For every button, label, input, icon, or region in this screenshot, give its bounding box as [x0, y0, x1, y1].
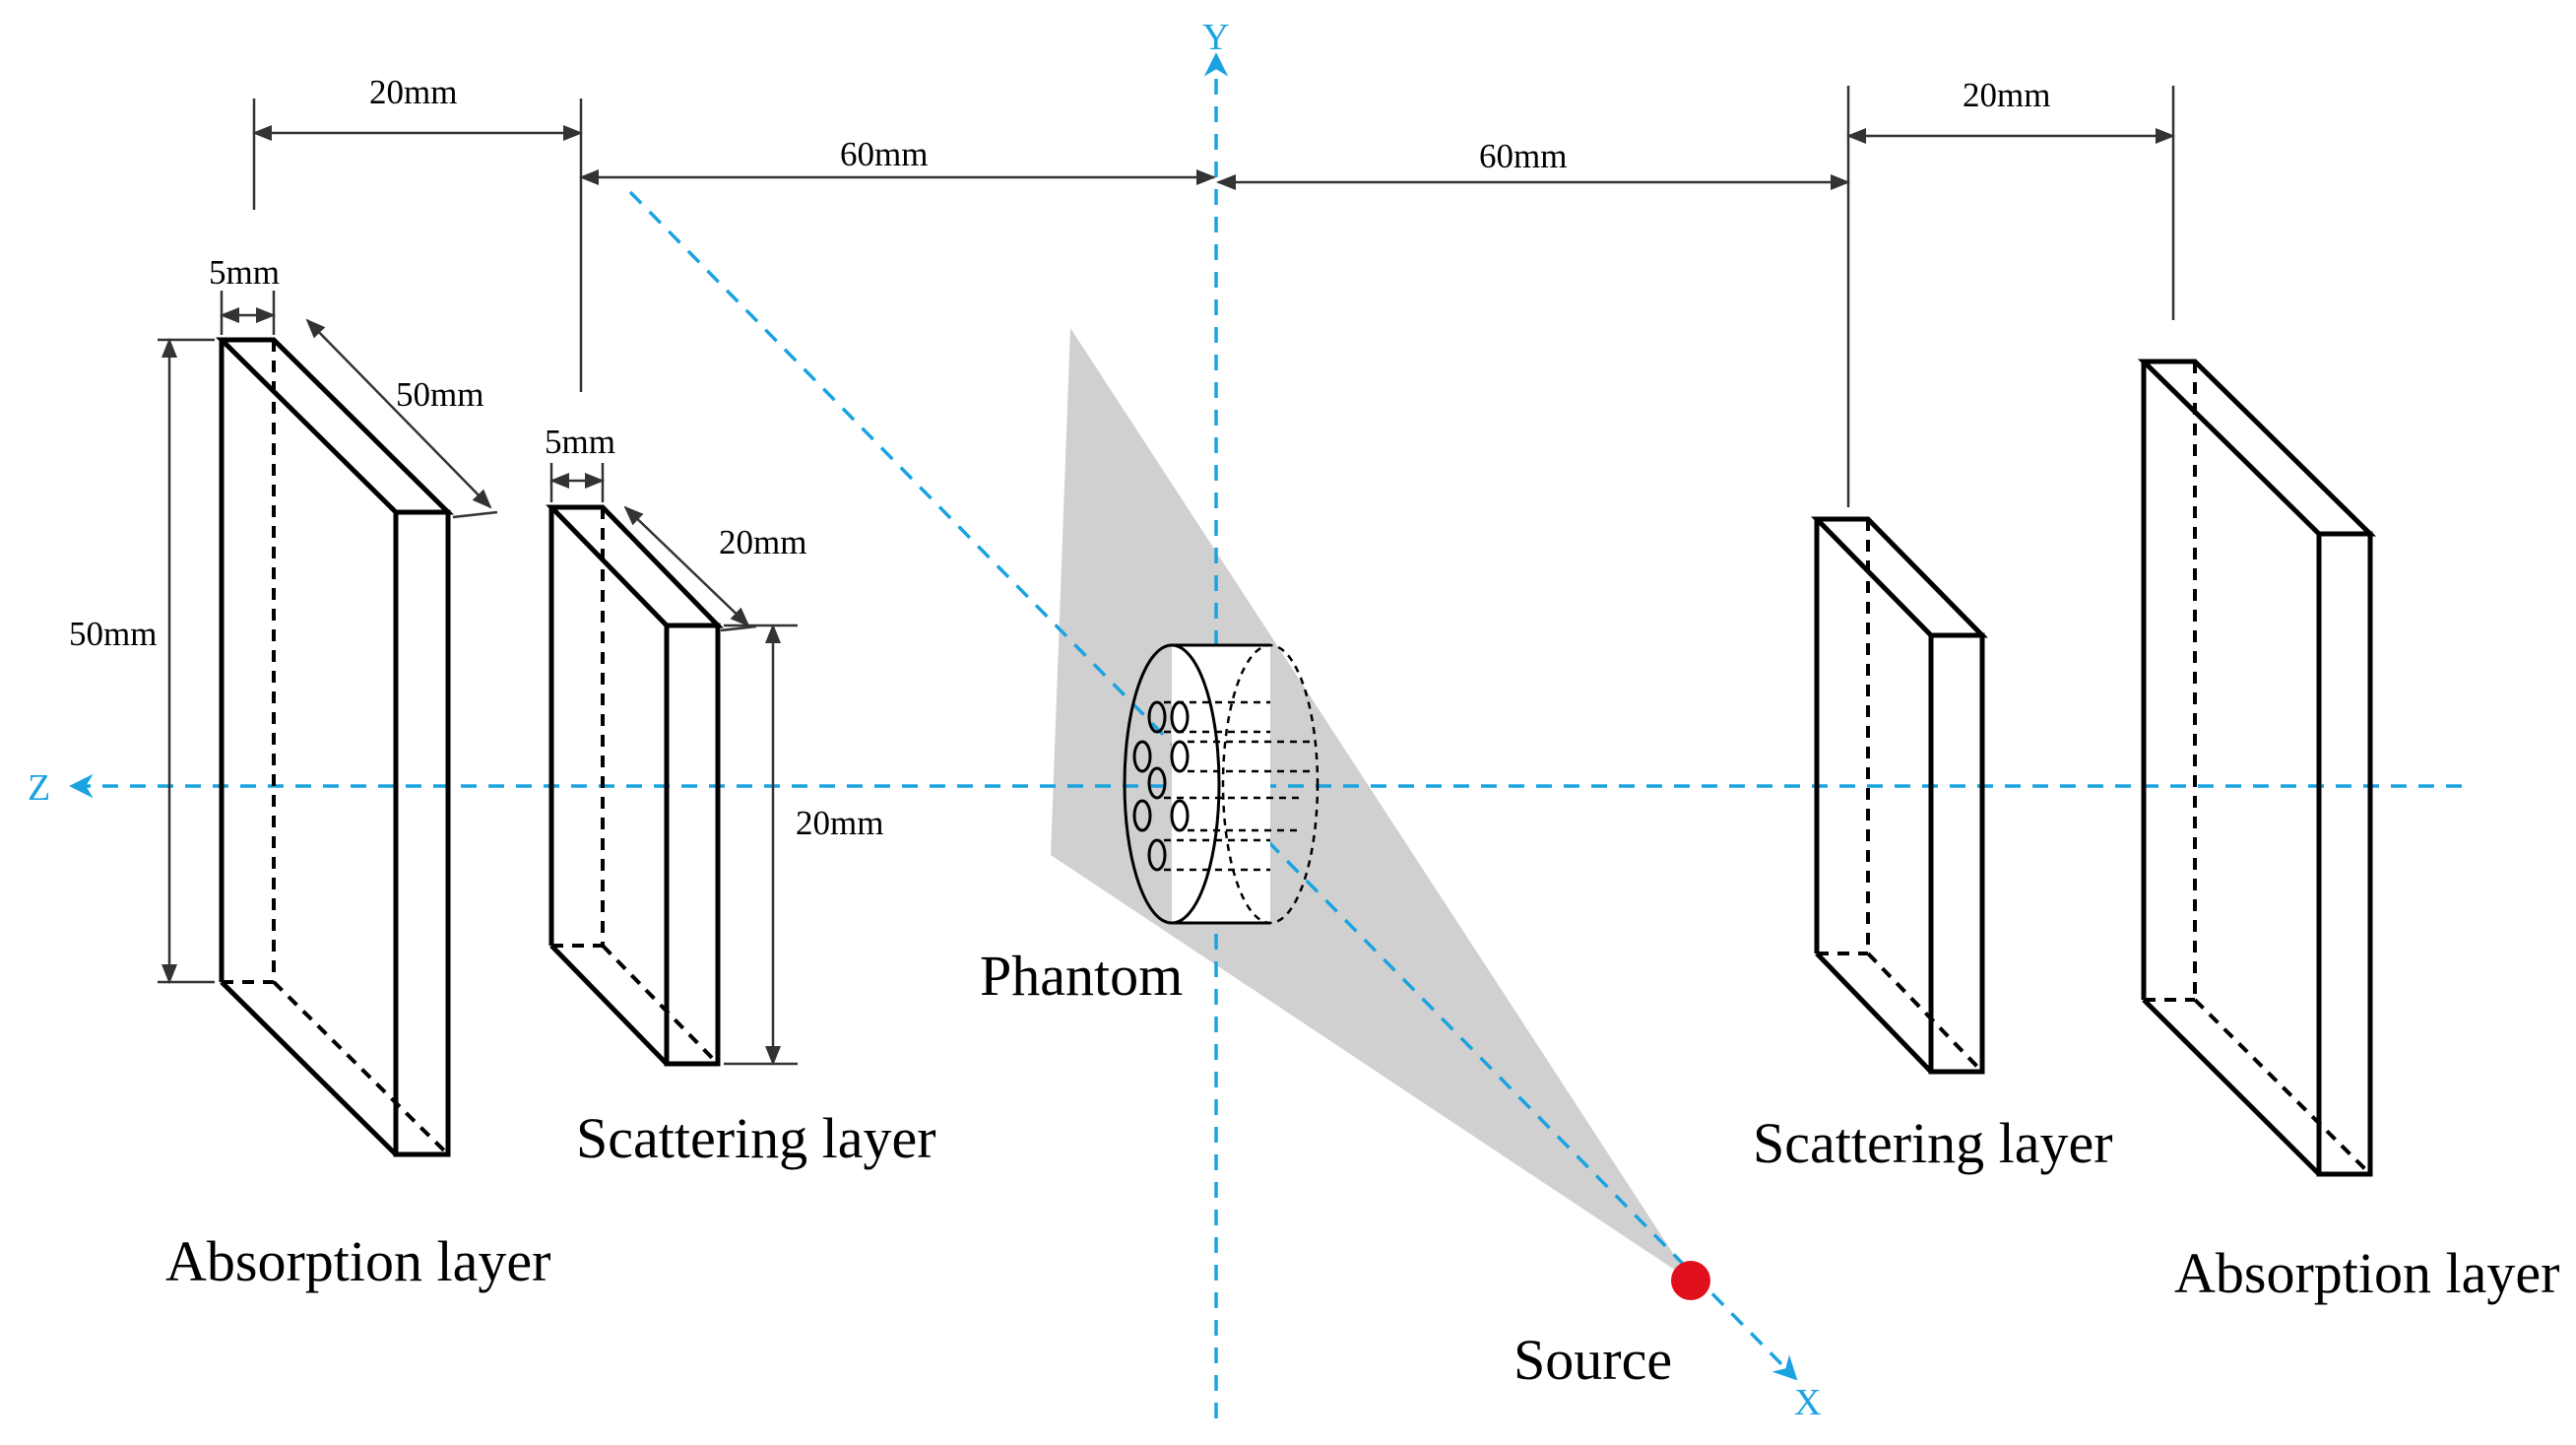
right-absorption-layer — [2137, 359, 2377, 1177]
scattering-thickness-label: 5mm — [545, 423, 615, 461]
absorption-height-label: 50mm — [69, 615, 157, 653]
z-axis-label: Z — [28, 767, 50, 809]
left-distance-label: 60mm — [840, 135, 928, 173]
left-spacing-label: 20mm — [369, 73, 457, 111]
right-scattering-label: Scattering layer — [1753, 1111, 2113, 1175]
source-point — [1671, 1261, 1710, 1300]
right-absorption-label: Absorption layer — [2174, 1241, 2559, 1305]
dimension-lines — [161, 125, 2175, 1066]
left-absorption-layer — [215, 337, 455, 1157]
absorption-thickness-label: 5mm — [209, 253, 280, 292]
phantom-label: Phantom — [980, 944, 1183, 1008]
right-spacing-label: 20mm — [1963, 76, 2050, 114]
right-scattering-layer — [1811, 516, 1988, 1075]
scattering-depth-label: 20mm — [719, 523, 806, 561]
source-label: Source — [1513, 1328, 1672, 1392]
right-distance-label: 60mm — [1479, 137, 1567, 175]
phantom-rods — [1132, 700, 1310, 872]
x-axis-label: X — [1794, 1382, 1821, 1423]
phantom-cylinder — [1123, 643, 1320, 925]
left-absorption-label: Absorption layer — [165, 1229, 550, 1293]
left-scattering-label: Scattering layer — [576, 1106, 936, 1170]
scattering-height-label: 20mm — [796, 804, 883, 842]
radiation-beam-cone — [1051, 328, 1691, 1281]
y-axis-label: Y — [1202, 17, 1229, 58]
absorption-depth-label: 50mm — [396, 375, 483, 414]
